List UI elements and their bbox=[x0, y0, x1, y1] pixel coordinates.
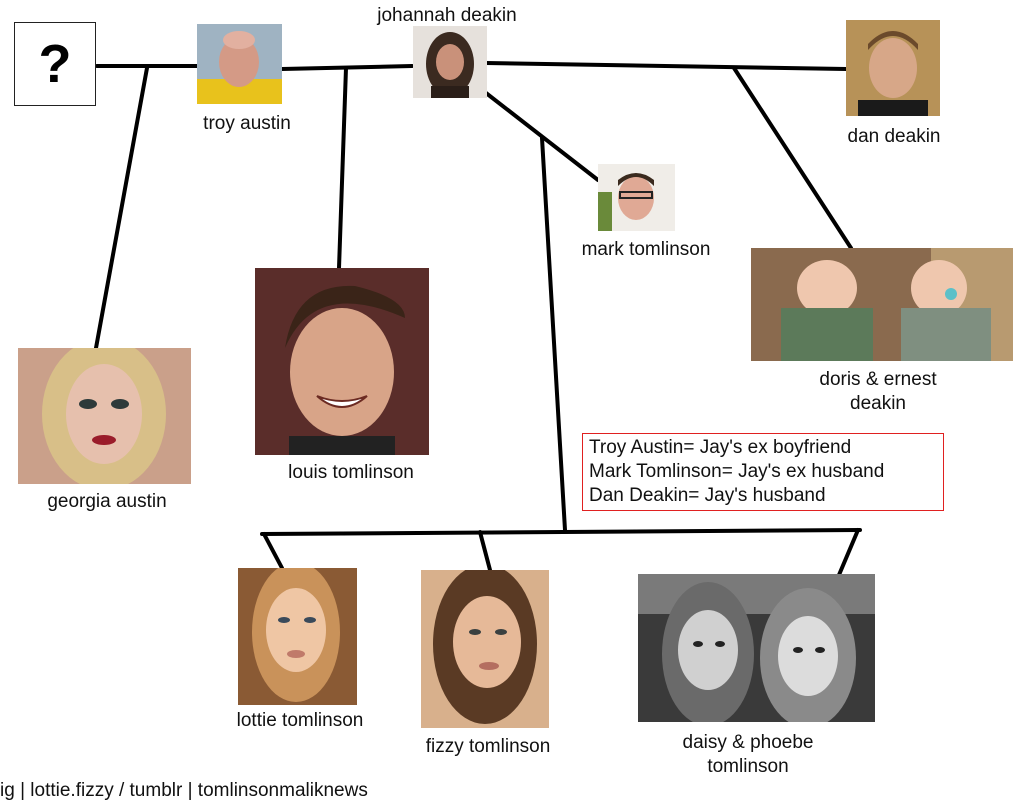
georgia-austin-photo bbox=[18, 348, 191, 484]
fizzy-tomlinson-label: fizzy tomlinson bbox=[425, 736, 551, 757]
note-line-dan: Dan Deakin= Jay's husband bbox=[589, 485, 826, 506]
daisy-phoebe-line-2: tomlinson bbox=[707, 756, 789, 777]
relationship-note-box: Troy Austin= Jay's ex boyfriend Mark Tom… bbox=[582, 433, 944, 511]
johannah-deakin-label: johannah deakin bbox=[377, 5, 517, 26]
unknown-symbol: ? bbox=[38, 34, 72, 94]
line-to-georgia bbox=[94, 66, 149, 350]
dan-deakin-label: dan deakin bbox=[847, 126, 941, 147]
line-to-louis bbox=[337, 66, 348, 270]
johannah-deakin-photo bbox=[413, 26, 487, 98]
line-to-daisy-phoebe bbox=[834, 528, 860, 584]
doris-ernest-line-1: doris & ernest bbox=[819, 369, 937, 390]
note-line-troy: Troy Austin= Jay's ex boyfriend bbox=[589, 437, 852, 458]
note-line-mark: Mark Tomlinson= Jay's ex husband bbox=[589, 461, 885, 482]
line-johannah-dan bbox=[484, 61, 848, 71]
georgia-austin-label: georgia austin bbox=[47, 491, 167, 512]
daisy-phoebe-tomlinson-label: daisy & phoebe tomlinson bbox=[660, 731, 836, 779]
troy-austin-label: troy austin bbox=[203, 113, 291, 134]
lottie-tomlinson-label: lottie tomlinson bbox=[236, 710, 364, 731]
doris-ernest-deakin-photo bbox=[751, 248, 1013, 361]
line-kids-bar bbox=[260, 528, 862, 536]
source-credit: ig | lottie.fizzy / tumblr | tomlinsonma… bbox=[0, 780, 368, 801]
daisy-phoebe-line-1: daisy & phoebe bbox=[682, 732, 814, 753]
dan-deakin-photo bbox=[846, 20, 940, 116]
daisy-phoebe-tomlinson-photo bbox=[638, 574, 875, 722]
louis-tomlinson-label: louis tomlinson bbox=[288, 462, 414, 483]
line-to-tomlinson-kids bbox=[540, 136, 567, 532]
mark-tomlinson-label: mark tomlinson bbox=[581, 239, 711, 260]
line-to-fizzy bbox=[478, 530, 492, 572]
unknown-parent-box: ? bbox=[14, 22, 96, 106]
lottie-tomlinson-photo bbox=[238, 568, 357, 705]
mark-tomlinson-photo bbox=[598, 164, 675, 231]
doris-ernest-line-2: deakin bbox=[850, 393, 906, 414]
fizzy-tomlinson-photo bbox=[421, 570, 549, 728]
doris-ernest-deakin-label: doris & ernest deakin bbox=[778, 368, 978, 416]
louis-tomlinson-photo bbox=[255, 268, 429, 455]
line-to-doris-ernest bbox=[732, 66, 853, 250]
troy-austin-photo bbox=[197, 24, 282, 104]
line-to-lottie bbox=[262, 532, 284, 570]
